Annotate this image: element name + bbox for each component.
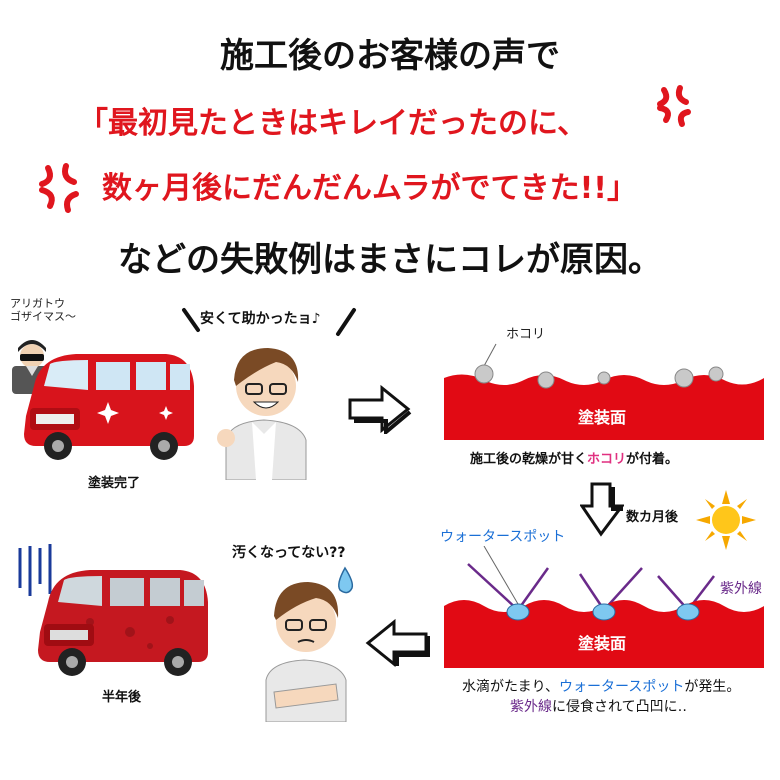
car-caption-complete: 塗装完了 bbox=[88, 476, 141, 491]
car-caption-half-year: 半年後 bbox=[102, 690, 142, 705]
arrow-left-icon bbox=[365, 618, 430, 668]
excitement-lines-icon bbox=[336, 308, 356, 336]
uv-label: 紫外線 bbox=[720, 581, 762, 597]
worker-thanks-text: アリガトウ ゴザイマス〜 bbox=[10, 297, 76, 323]
sweat-drop-icon bbox=[338, 566, 354, 594]
headline-cause: などの失敗例はまさにコレが原因。 bbox=[118, 240, 662, 280]
dust-caption: 施工後の乾燥が甘くホコリが付着。 bbox=[470, 452, 679, 467]
customer-quote-line2: 数ヶ月後にだんだんムラがでてきた!!」 bbox=[102, 171, 637, 206]
customer-quote-line1: 「最初見たときはキレイだったのに、 bbox=[78, 106, 588, 141]
paint-surface-dust-diagram bbox=[444, 343, 764, 440]
months-later-label: 数カ月後 bbox=[626, 510, 679, 525]
worried-man-image bbox=[265, 582, 347, 722]
man-speech-cheap: 安くて助かったョ♪ bbox=[200, 311, 321, 327]
paint-surface-waterspot-diagram bbox=[444, 546, 764, 668]
gloom-lines-icon bbox=[18, 544, 52, 596]
dust-label: ホコリ bbox=[506, 327, 546, 342]
waterspot-label: ウォータースポット bbox=[440, 529, 566, 545]
anger-mark-icon bbox=[39, 163, 79, 213]
arrow-down-icon bbox=[580, 482, 624, 537]
red-car-image bbox=[24, 354, 194, 460]
happy-man-image bbox=[217, 348, 307, 480]
uv-caption: 紫外線に侵食されて凸凹に‥ bbox=[510, 699, 687, 715]
paint-surface-label: 塗装面 bbox=[578, 634, 627, 653]
sun-icon bbox=[696, 490, 756, 550]
anger-mark-icon bbox=[657, 85, 691, 127]
arrow-right-icon bbox=[348, 384, 412, 434]
headline-customer-voice: 施工後のお客様の声で bbox=[220, 36, 560, 76]
paint-surface-label: 塗装面 bbox=[578, 408, 627, 427]
excitement-lines-icon bbox=[182, 308, 200, 332]
waterspot-caption: 水滴がたまり、ウォータースポットが発生。 bbox=[462, 679, 741, 695]
man-speech-dirty: 汚くなってない?? bbox=[232, 545, 346, 561]
dirty-car-image bbox=[38, 570, 208, 676]
